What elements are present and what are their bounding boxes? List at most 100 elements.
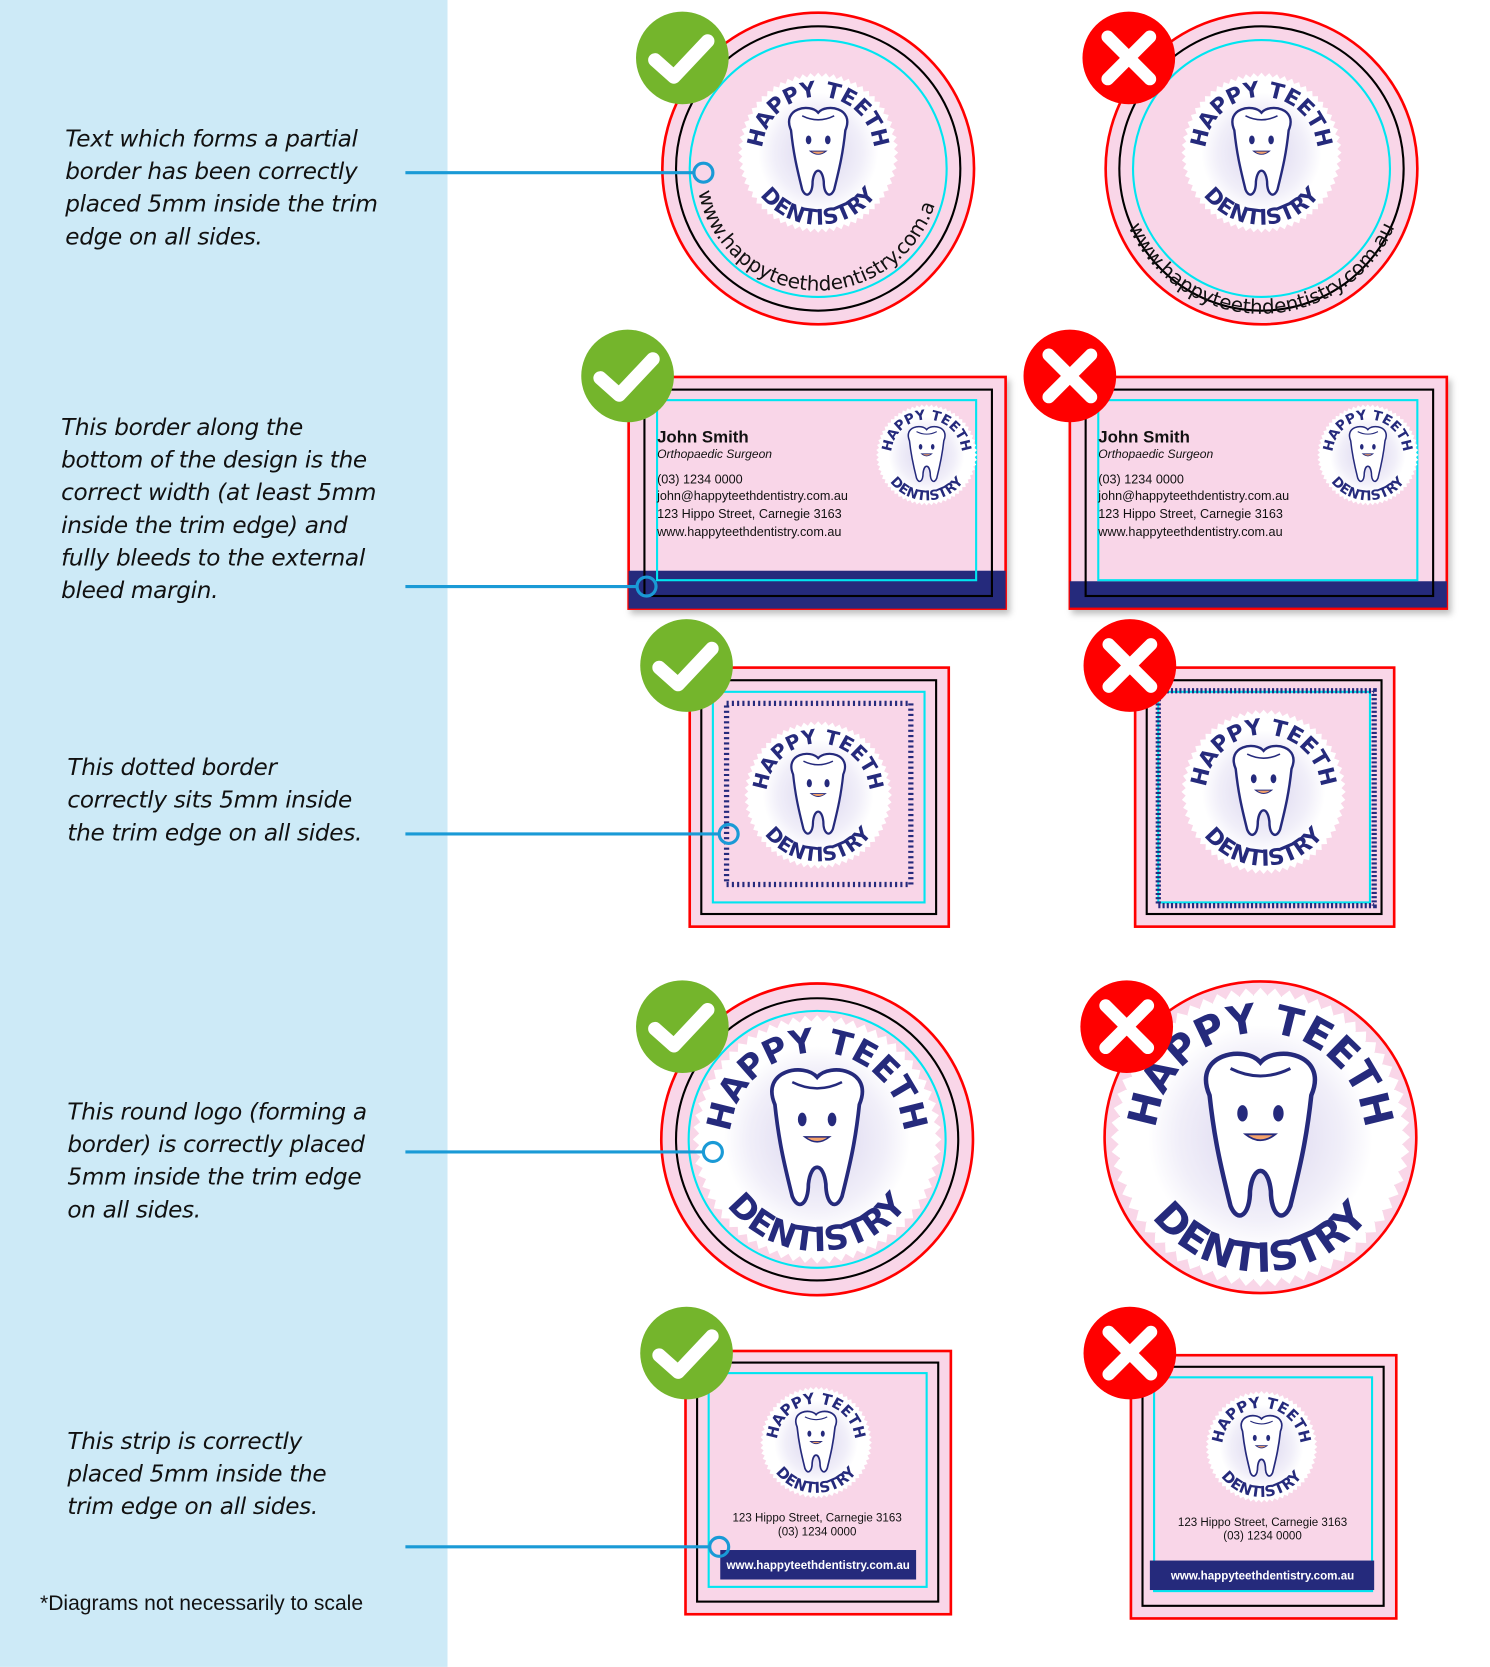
tooth-eye [1360,444,1364,450]
leader-line [405,1140,724,1164]
safe-line [707,1372,928,1588]
tooth-eye [820,1430,825,1437]
tooth-smile [920,453,933,457]
square-address: 123 Hippo Street, Carnegie 3163 [732,1513,901,1525]
incorrect-badge [1082,11,1176,105]
tooth-crown-line [803,760,834,766]
leader-line [405,161,715,184]
tooth-crown-line [1229,1067,1292,1078]
tooth-eye [1266,1434,1271,1441]
safe-line [656,399,978,582]
tooth-eye [918,444,923,450]
tooth-eye [797,1112,807,1127]
tooth-eye [824,135,831,145]
tooth-crown-line [804,1416,828,1421]
url-strip [1149,1560,1375,1591]
explanation-panel: Text which forms a partial border has be… [0,0,448,1667]
tooth-smile [1242,1133,1278,1142]
correct-badge [640,619,733,712]
cross-icon [1101,30,1157,86]
dotted-border [723,700,914,888]
safe-line [1097,399,1419,582]
tooth-eye [1249,135,1255,145]
tooth-eye [807,1430,812,1437]
tooth-smile [809,1441,823,1445]
leader-target-circle [692,161,715,184]
trim-line [1118,25,1405,312]
tooth-smile [1361,453,1375,457]
card-title: Orthopaedic Surgeon [657,447,772,461]
card-title: Orthopaedic Surgeon [1098,447,1213,461]
note-round-logo: This round logo (forming a border) is co… [67,1099,367,1224]
tooth-crown-line [916,431,937,435]
tooth-smile [1254,1445,1269,1449]
trim-line [1141,1365,1385,1607]
tooth-crown-line [1246,753,1281,759]
card-web: www.happyteethdentistry.com.au [1097,525,1282,539]
check-icon [593,352,660,402]
bottom-border [1069,581,1447,608]
incorrect-badge [1023,329,1117,423]
dotted-border [1155,688,1377,909]
tooth-eye [1268,135,1274,145]
tooth-eye [1237,1105,1248,1122]
leader-target-circle [717,822,740,846]
correct-badge [636,980,729,1074]
card-address: 123 Hippo Street, Carnegie 3163 [657,507,842,521]
trim-line [700,679,938,916]
tooth-eye [1270,774,1277,784]
tooth-crown-line [801,115,835,121]
card-name: John Smith [1098,427,1190,446]
card-name: John Smith [657,427,749,446]
trim-line [696,1361,940,1603]
correct-badge [581,329,674,423]
card-address: 123 Hippo Street, Carnegie 3163 [1098,507,1283,521]
tooth-crown-line [1357,431,1379,435]
cross-icon [1102,638,1158,693]
tooth-smile [808,150,828,155]
note-dotted-border: This dotted border correctly sits 5mm in… [67,755,363,847]
trim-line [643,388,993,598]
note-partial-text-border: Text which forms a partial border has be… [65,126,378,251]
tooth-eye [1250,774,1257,784]
footnote: *Diagrams not necessarily to scale [40,1592,364,1616]
safe-line [1131,38,1392,298]
check-icon [648,34,715,84]
trim-line [674,25,962,312]
trim-line [1084,388,1435,598]
tooth-crown-line [1250,1420,1273,1425]
safe-line [711,690,926,904]
leader-target-circle [708,1535,731,1558]
tooth-smile [1253,789,1274,794]
leader-line [405,1535,731,1558]
url-strip-text: www.happyteethdentistry.com.au [726,1560,910,1572]
tooth-eye [1372,444,1376,450]
tooth-smile [809,793,827,797]
tooth-smile [1252,150,1271,155]
leader-line [405,822,740,846]
square-phone: (03) 1234 0000 [778,1526,857,1538]
note-bottom-border: This border along the bottom of the desi… [61,414,377,605]
tooth-eye [824,779,830,788]
cross-icon [1099,999,1155,1055]
card-email: john@happyteethdentistry.com.au [1097,489,1289,503]
incorrect-badge [1080,980,1174,1074]
tooth-crown-line [791,1081,843,1090]
square-phone: (03) 1234 0000 [1223,1530,1302,1542]
trim-line [674,997,960,1282]
bottom-border [628,570,1006,609]
round-text-border-incorrect: HAPPY TEETHDENTISTRYwww.happyteethdentis… [1104,11,1419,326]
leader-target-circle [701,1140,724,1164]
